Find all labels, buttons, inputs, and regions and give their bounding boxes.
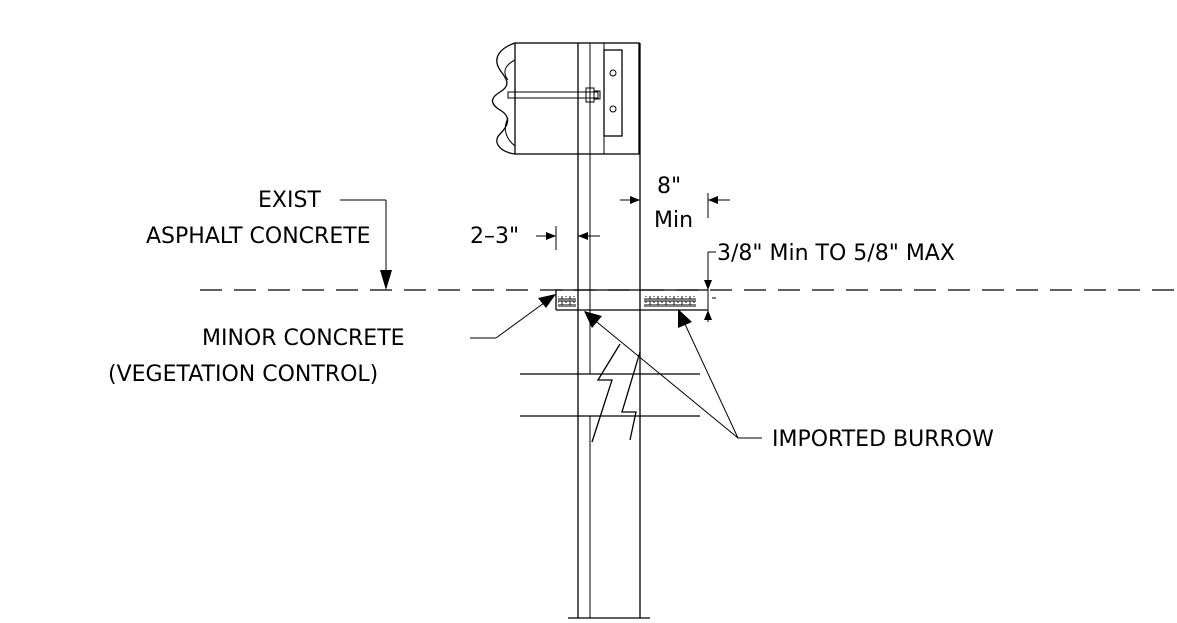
- dimension-2-3-label: 2–3": [470, 224, 519, 249]
- post: [568, 43, 650, 619]
- break-symbol: [520, 343, 700, 443]
- dimension-8-min-label: Min: [654, 208, 693, 233]
- minor-concrete-label: MINOR CONCRETE: [202, 326, 405, 351]
- dimension-8-min: 8" Min: [620, 174, 730, 233]
- asphalt-concrete-label: ASPHALT CONCRETE: [146, 224, 371, 249]
- callout-imported-burrow: IMPORTED BURROW: [584, 309, 994, 452]
- dimension-2-3: 2–3": [470, 224, 600, 250]
- dimension-8-label: 8": [657, 174, 681, 199]
- exist-label: EXIST: [258, 188, 321, 213]
- imported-burrow-label: IMPORTED BURROW: [772, 427, 994, 452]
- dimension-depth: 3/8" Min TO 5/8" MAX: [704, 241, 955, 322]
- vegetation-control-slab: [555, 288, 709, 311]
- blockout-and-rail: [491, 42, 640, 155]
- callout-exist-asphalt: EXIST ASPHALT CONCRETE: [146, 188, 392, 290]
- callout-minor-concrete: MINOR CONCRETE (VEGETATION CONTROL): [108, 294, 556, 387]
- depth-range-label: 3/8" Min TO 5/8" MAX: [717, 241, 955, 266]
- vegetation-control-label: (VEGETATION CONTROL): [108, 362, 378, 387]
